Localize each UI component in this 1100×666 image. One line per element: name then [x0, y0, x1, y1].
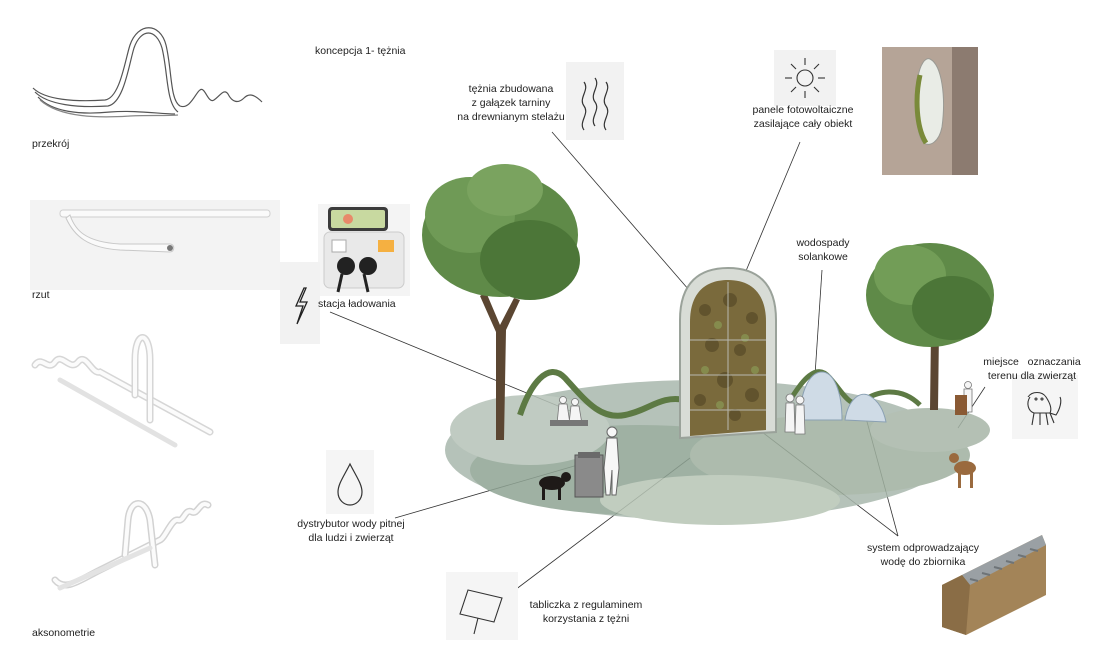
dog-icon — [1012, 375, 1078, 439]
annotation-rules-sign: tabliczka z regulaminem korzystania z tę… — [529, 599, 643, 625]
axonometry-label: aksonometrie — [32, 627, 96, 639]
garland-structure — [517, 369, 686, 419]
annotation-brine-waterfalls: wodospady solankowe — [796, 237, 850, 263]
sun-icon — [774, 50, 836, 106]
leader-waterfall — [814, 269, 823, 376]
bench — [550, 420, 588, 426]
plan-label: rzut — [32, 289, 50, 301]
leader-solar — [737, 141, 801, 291]
section-label: przekrój — [32, 138, 70, 150]
solar-panel-photo — [882, 47, 978, 175]
plan-view-image — [30, 200, 280, 290]
lightning-icon — [280, 262, 320, 344]
water-dispenser — [574, 452, 604, 498]
annotation-solar-panels: panele fotowoltaiczne zasilające cały ob… — [752, 104, 854, 130]
annotation-drainage: system odprowadzający wodę do zbiornika — [866, 542, 980, 568]
annotation-water-dispenser: dystrybutor wody pitnej dla ludzi i zwie… — [297, 518, 405, 544]
charging-station-image — [318, 204, 410, 296]
water-drop-icon — [326, 450, 374, 514]
waves-icon — [566, 62, 624, 140]
dog-black — [539, 472, 571, 500]
tree-left — [422, 164, 580, 440]
brine-waterfall-1 — [799, 371, 843, 421]
tree-right — [866, 243, 994, 410]
annotation-graduation-tower: tężnia zbudowana z gałązek tarniny na dr… — [457, 83, 565, 123]
graduation-tower — [679, 266, 777, 440]
drainage-channel-image — [942, 535, 1046, 635]
signboard-icon — [446, 572, 518, 640]
dog-brown — [949, 453, 976, 488]
brine-waterfall-2 — [844, 393, 887, 423]
page-title: koncepcja 1- tężnia — [315, 45, 406, 57]
annotation-charging-station: stacja ładowania — [318, 298, 396, 310]
person-standing — [603, 426, 620, 496]
annotation-animal-marking: miejsce oznaczania terenu dla zwierząt — [983, 356, 1081, 382]
